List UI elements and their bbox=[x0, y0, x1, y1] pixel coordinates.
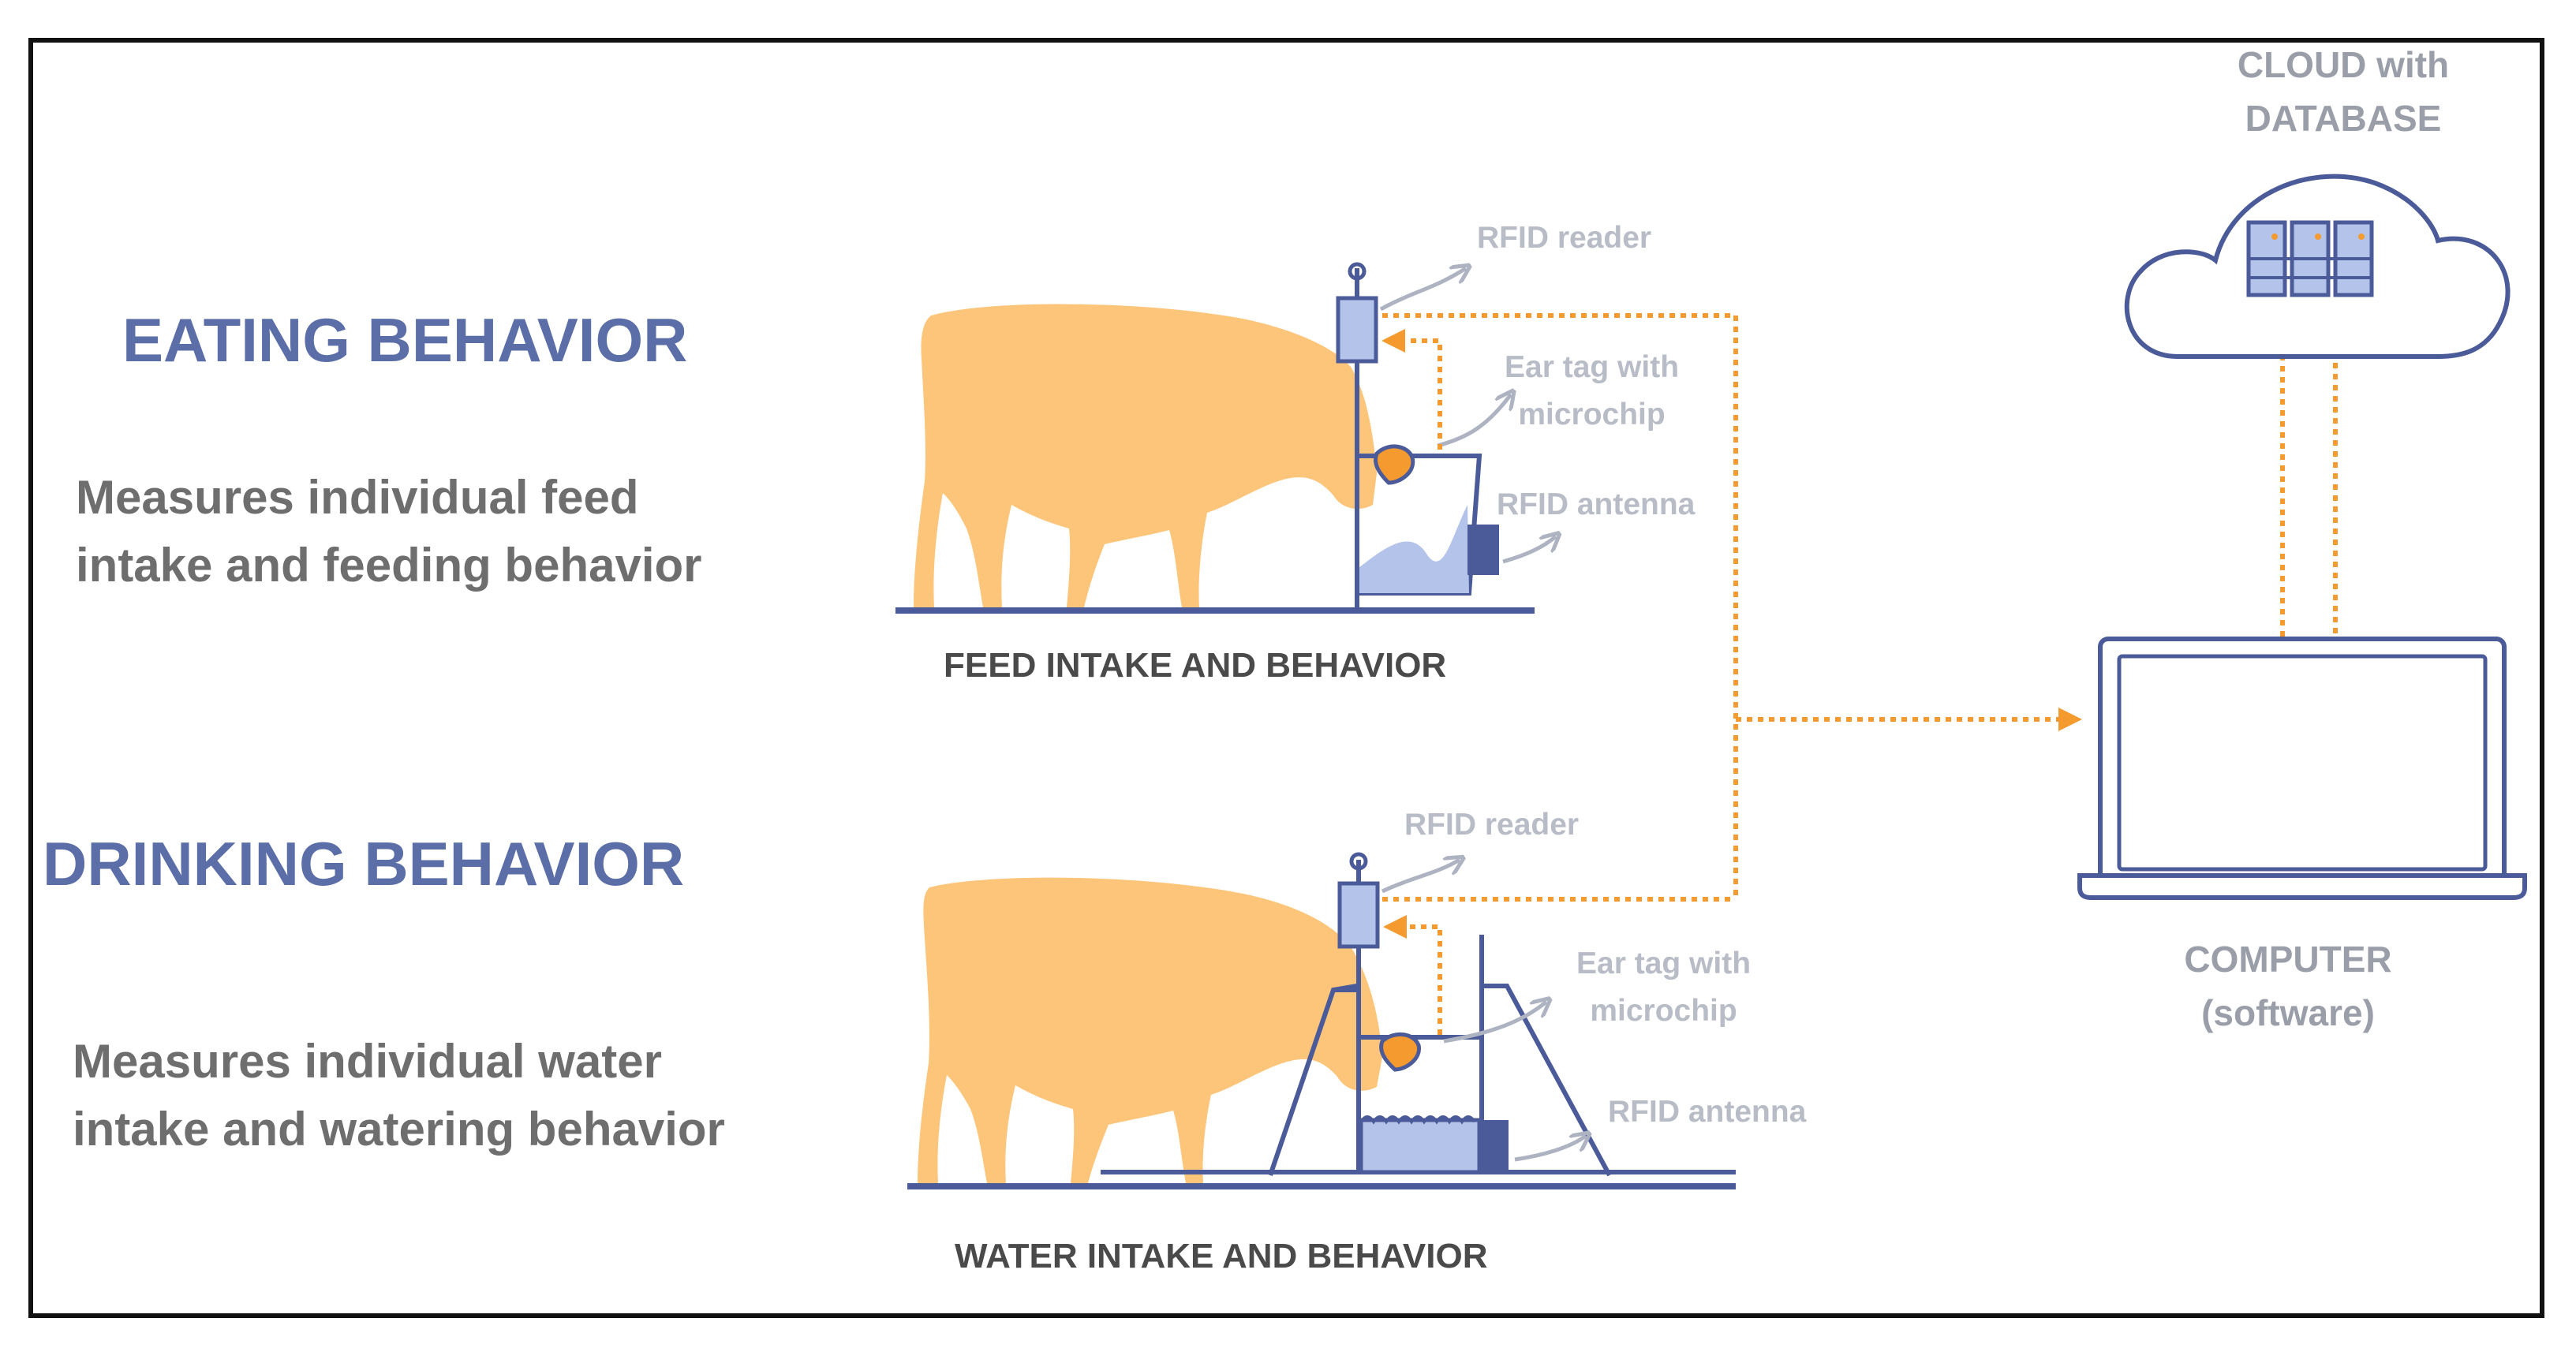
water-intake-caption: WATER INTAKE AND BEHAVIOR bbox=[955, 1237, 1488, 1275]
water-ear-tag-line1: Ear tag with bbox=[1576, 947, 1752, 980]
drinking-description-line1: Measures individual water bbox=[73, 1035, 662, 1088]
figure-frame bbox=[28, 38, 2544, 1318]
water-rfid-antenna-label: RFID antenna bbox=[1608, 1095, 1807, 1129]
laptop-icon bbox=[2077, 637, 2527, 900]
rfid-antenna-icon bbox=[1482, 1120, 1509, 1172]
computer-label: COMPUTER (software) bbox=[2130, 932, 2446, 1040]
cow-icon bbox=[918, 877, 1382, 1183]
computer-label-line2: (software) bbox=[2201, 992, 2375, 1033]
eating-behavior-description: Measures individual feed intake and feed… bbox=[76, 464, 702, 599]
feed-intake-caption: FEED INTAKE AND BEHAVIOR bbox=[944, 646, 1447, 685]
feed-station bbox=[895, 262, 1736, 614]
feed-rfid-antenna-label: RFID antenna bbox=[1497, 487, 1696, 521]
rfid-reader-icon bbox=[1336, 296, 1378, 364]
feed-ear-tag-line1: Ear tag with bbox=[1505, 350, 1680, 384]
ear-tag-icon bbox=[1379, 1032, 1421, 1072]
feed-ear-tag-line2: microchip bbox=[1518, 398, 1666, 431]
water-station bbox=[907, 852, 1736, 1189]
server-icon bbox=[2246, 220, 2374, 297]
drinking-behavior-description: Measures individual water intake and wat… bbox=[73, 1028, 725, 1163]
cloud-label: CLOUD with DATABASE bbox=[2185, 38, 2501, 145]
eating-description-line2: intake and feeding behavior bbox=[76, 539, 702, 592]
water-rfid-reader-label: RFID reader bbox=[1404, 808, 1580, 842]
feed-ear-tag-label: Ear tag with microchip bbox=[1505, 344, 1679, 439]
data-flow bbox=[1733, 316, 2347, 899]
cloud-icon bbox=[2124, 174, 2511, 359]
computer-label-line1: COMPUTER bbox=[2184, 939, 2392, 980]
eating-behavior-heading: EATING BEHAVIOR bbox=[122, 305, 688, 375]
ear-tag-icon bbox=[1374, 444, 1415, 485]
eating-description-line1: Measures individual feed bbox=[76, 471, 639, 524]
drinking-description-line2: intake and watering behavior bbox=[73, 1103, 725, 1156]
cloud-label-line1: CLOUD with bbox=[2237, 44, 2450, 85]
feed-rfid-reader-label: RFID reader bbox=[1477, 221, 1652, 255]
water-trough-icon bbox=[1359, 1118, 1482, 1174]
water-ear-tag-line2: microchip bbox=[1590, 994, 1737, 1028]
cloud-label-line2: DATABASE bbox=[2245, 98, 2442, 139]
cow-icon bbox=[914, 304, 1377, 607]
water-ear-tag-label: Ear tag with microchip bbox=[1576, 940, 1751, 1035]
drinking-behavior-heading: DRINKING BEHAVIOR bbox=[43, 829, 685, 898]
rfid-reader-icon bbox=[1337, 881, 1380, 949]
rfid-antenna-icon bbox=[1467, 525, 1499, 575]
